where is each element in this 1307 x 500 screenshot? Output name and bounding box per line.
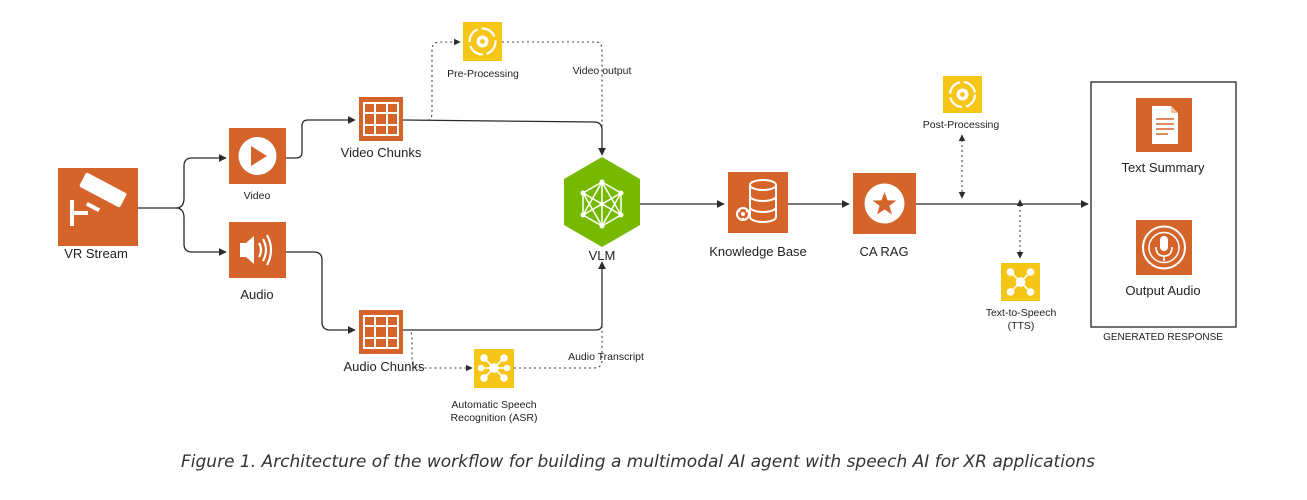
node-vlm: VLM — [564, 157, 640, 263]
edge-label-audio-transcript: Audio Transcript — [568, 351, 644, 363]
microphone-icon — [1142, 225, 1186, 270]
node-label: Text Summary — [1121, 160, 1205, 175]
node-vr-stream: VR Stream — [58, 168, 138, 261]
gear-cycle-icon — [468, 27, 497, 56]
star-icon — [864, 183, 905, 224]
node-text-summary: Text Summary — [1121, 98, 1205, 175]
edge-asr-to-vlm — [514, 268, 603, 369]
node-post-processing: Post-Processing — [923, 76, 1000, 131]
node-label-line1: Automatic Speech — [451, 399, 536, 411]
node-label: Video — [244, 190, 271, 202]
node-label: CA RAG — [859, 244, 908, 259]
node-label-line2: (TTS) — [1008, 320, 1035, 332]
node-asr: Automatic Speech Recognition (ASR) — [451, 349, 538, 424]
node-label-line1: Text-to-Speech — [986, 307, 1057, 319]
network-icon — [477, 354, 511, 382]
figure-caption: Figure 1. Architecture of the workflow f… — [181, 452, 1095, 472]
node-label-line2: Recognition (ASR) — [451, 412, 538, 424]
speaker-icon — [240, 234, 273, 266]
play-icon — [238, 137, 277, 175]
node-label: Video Chunks — [341, 145, 422, 160]
edge-audio-to-chunks — [286, 251, 356, 334]
edge-video-to-chunks — [286, 116, 356, 159]
surveillance-camera-icon — [70, 172, 127, 226]
node-video: Video — [229, 128, 286, 202]
gear-cycle-icon — [948, 80, 977, 109]
node-label: Post-Processing — [923, 119, 1000, 131]
node-audio-chunks: Audio Chunks — [344, 310, 425, 374]
node-label: VR Stream — [64, 246, 128, 261]
document-icon — [1152, 106, 1178, 144]
node-tts: Text-to-Speech (TTS) — [986, 263, 1057, 332]
node-label: Knowledge Base — [709, 244, 807, 259]
node-label: Audio — [240, 287, 273, 302]
node-knowledge-base: Knowledge Base — [709, 172, 807, 259]
edge-preprocessing-to-vlm — [502, 41, 603, 150]
node-label: Pre-Processing — [447, 68, 519, 80]
node-output-audio: Output Audio — [1125, 220, 1201, 298]
film-grid-icon — [363, 315, 399, 349]
node-label: Output Audio — [1125, 283, 1200, 298]
group-generated-response: GENERATED RESPONSE Text Summary — [1090, 81, 1237, 343]
edge-to-audio — [175, 207, 227, 256]
node-label: VLM — [589, 248, 616, 263]
node-audio: Audio — [229, 222, 286, 302]
group-label: GENERATED RESPONSE — [1103, 332, 1223, 343]
edge-audiochunks-to-vlm — [403, 261, 606, 331]
edges — [138, 38, 1089, 372]
node-label: Audio Chunks — [344, 359, 425, 374]
edge-chunks-to-preprocessing — [427, 38, 461, 121]
film-grid-icon — [363, 102, 399, 136]
node-ca-rag: CA RAG — [853, 173, 916, 259]
node-pre-processing: Pre-Processing — [447, 22, 519, 80]
edge-label-video-output: Video output — [573, 65, 632, 77]
edge-videochunks-to-vlm — [402, 119, 606, 156]
edge-to-video — [175, 154, 227, 209]
network-icon — [1006, 268, 1035, 296]
node-video-chunks: Video Chunks — [341, 97, 422, 160]
